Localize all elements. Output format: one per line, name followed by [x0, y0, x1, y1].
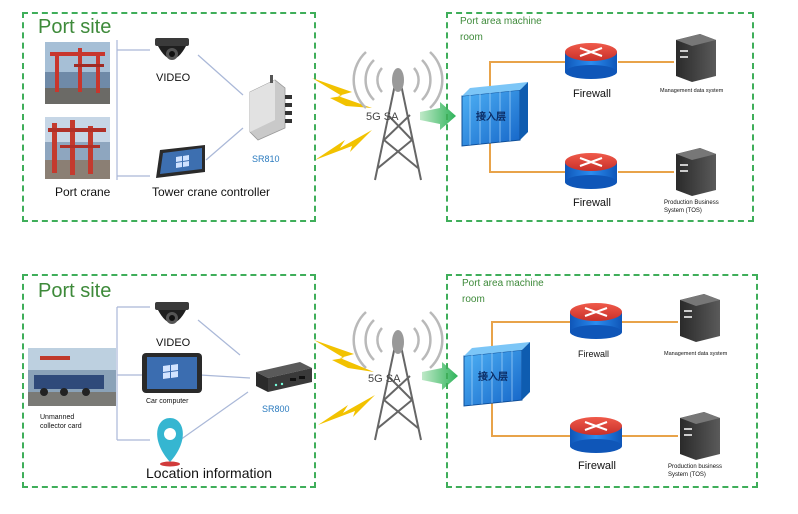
top-5g-tower-icon: [352, 51, 444, 181]
car-computer-tablet-icon: [142, 353, 202, 393]
location-information-label: Location information: [146, 465, 273, 481]
sr800-label: SR800: [262, 404, 290, 414]
bottom-5g-tower-icon: [352, 311, 444, 441]
bottom-server-icon-2: [680, 412, 720, 460]
top-switch-text: 接入层: [476, 112, 506, 123]
top-port-site-title: Port site: [38, 16, 112, 38]
tower-crane-controller-label: Tower crane controller: [152, 185, 271, 199]
bottom-firewall-icon-2: [570, 417, 622, 453]
unmanned-collector-card-photo: [28, 348, 116, 406]
bottom-access-switch-icon: [463, 342, 530, 407]
bottom-firewall-label-2: Firewall: [578, 460, 616, 472]
bottom-server-label-1: Management data system: [664, 351, 728, 357]
bottom-machine-room-panel: [446, 274, 758, 488]
sr810-router-icon: [249, 75, 292, 141]
top-site-links: [116, 40, 244, 180]
top-firewall-icon-2: [565, 153, 617, 189]
sr810-label: SR810: [252, 154, 280, 164]
top-access-switch-icon: [461, 82, 528, 147]
top-firewall-icon-1: [565, 43, 617, 79]
top-room-links: [489, 61, 674, 173]
top-lightning-icons: [312, 78, 372, 160]
bottom-server-label-2: Production business System (TOS): [668, 464, 723, 478]
bottom-site-links: [116, 306, 251, 441]
bottom-port-site-title: Port site: [38, 280, 112, 302]
bottom-firewall-icon-1: [570, 303, 622, 339]
top-server-icon-1: [676, 34, 716, 82]
bottom-switch-text: 接入层: [478, 372, 508, 383]
location-pin-icon: [157, 418, 183, 467]
top-port-site-panel: [22, 12, 316, 222]
unmanned-collector-card-label: Unmanned collector card: [40, 414, 82, 430]
top-video-label: VIDEO: [156, 72, 191, 84]
top-machine-room-panel: [446, 12, 754, 222]
top-machine-room-title: Port area machine room: [460, 16, 542, 43]
top-5g-sa-label: 5G SA: [366, 111, 399, 123]
top-firewall-label-2: Firewall: [573, 197, 611, 209]
bottom-firewall-label-1: Firewall: [578, 349, 610, 359]
top-server-label-1: Management data system: [660, 88, 724, 94]
bottom-video-label: VIDEO: [156, 337, 191, 349]
bottom-lightning-icons: [314, 340, 375, 425]
bottom-room-links: [491, 321, 678, 437]
video-camera-icon: [155, 38, 189, 60]
port-crane-photo-1: [45, 42, 110, 104]
sr800-router-icon: [256, 362, 312, 392]
bottom-server-icon-1: [680, 294, 720, 342]
bottom-uplink-arrow: [422, 362, 458, 390]
bottom-machine-room-title: Port area machine room: [462, 278, 544, 305]
tower-crane-controller-tablet-icon: [156, 145, 205, 178]
port-crane-label: Port crane: [55, 185, 111, 199]
bottom-video-camera-icon: [155, 302, 189, 324]
top-server-label-2: Production Business System (TOS): [664, 200, 719, 214]
top-server-icon-2: [676, 148, 716, 196]
bottom-port-site-panel: [22, 274, 316, 488]
port-crane-photo-2: [45, 117, 110, 179]
car-computer-label: Car computer: [146, 398, 189, 405]
bottom-5g-sa-label: 5G SA: [368, 373, 401, 385]
top-firewall-label-1: Firewall: [573, 88, 611, 100]
